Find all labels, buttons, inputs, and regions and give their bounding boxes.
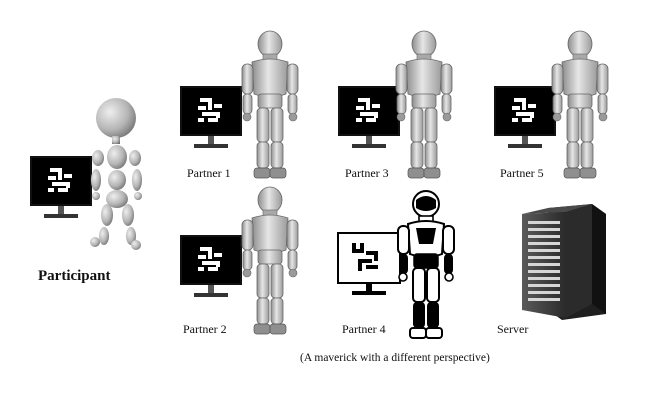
participant-group bbox=[30, 98, 142, 250]
partner-1-group bbox=[180, 30, 299, 179]
monitor-icon bbox=[180, 235, 242, 297]
maverick-robot-icon bbox=[397, 190, 455, 339]
monitor-icon bbox=[338, 86, 400, 148]
mannequin-icon bbox=[90, 98, 142, 250]
humanoid-robot-icon bbox=[551, 30, 609, 179]
partner-2-group bbox=[180, 186, 299, 335]
humanoid-robot-icon bbox=[395, 30, 453, 179]
server-label: Server bbox=[497, 322, 529, 336]
partner-3-group bbox=[338, 30, 453, 179]
maverick-note: (A maverick with a different perspective… bbox=[300, 352, 490, 364]
partner-5-group bbox=[494, 30, 609, 179]
partner-4-label: Partner 4 bbox=[342, 322, 386, 336]
monitor-icon bbox=[30, 156, 92, 218]
partner-1-label: Partner 1 bbox=[187, 166, 231, 180]
partner-5-label: Partner 5 bbox=[500, 166, 544, 180]
partner-3-label: Partner 3 bbox=[345, 166, 389, 180]
partner-4-group bbox=[337, 190, 455, 339]
participant-label: Participant bbox=[38, 268, 111, 284]
monitor-icon bbox=[337, 232, 401, 295]
server-rack-icon bbox=[522, 204, 606, 320]
monitor-icon bbox=[494, 86, 556, 148]
monitor-icon bbox=[180, 86, 242, 148]
partner-2-label: Partner 2 bbox=[183, 322, 227, 336]
humanoid-robot-icon bbox=[241, 186, 299, 335]
humanoid-robot-icon bbox=[241, 30, 299, 179]
